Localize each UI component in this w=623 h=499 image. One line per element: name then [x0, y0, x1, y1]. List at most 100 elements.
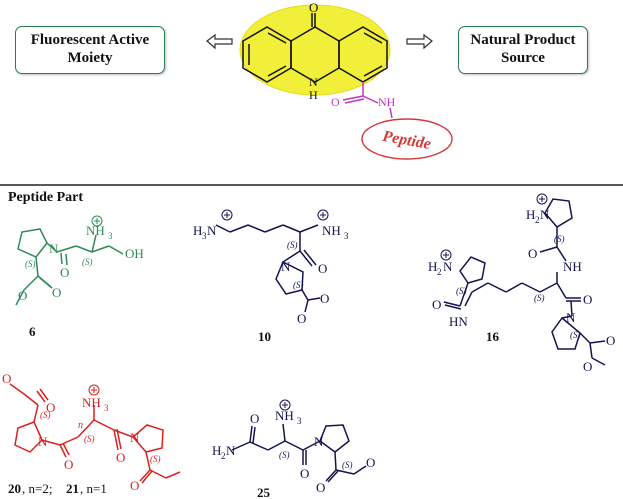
c16-o4: O [606, 333, 615, 348]
c16-o2: O [432, 297, 441, 312]
plus-circle-icon [440, 249, 452, 261]
c25-o2: O [300, 466, 309, 481]
c25-o3: O [316, 480, 325, 495]
c16-nh1: NH [563, 259, 582, 274]
c16-s3: (S) [534, 293, 545, 303]
c20-s2: (S) [84, 434, 95, 444]
c10-nh3-sub: 3 [344, 231, 349, 241]
c20-label-a: 20 [8, 481, 21, 496]
c20-nh3: NH [82, 395, 101, 410]
c10-o2: O [320, 291, 329, 306]
c25-o4: O [366, 455, 375, 470]
c20-n1: N [38, 434, 48, 449]
c16-o1: O [528, 246, 537, 261]
compound-10-structure [215, 224, 321, 313]
natural-product-source-box: Natural Product Source [458, 26, 588, 74]
highlight-ellipse [239, 4, 391, 96]
c20-n-sub: n [78, 420, 83, 431]
c20-nh3-sub: 3 [104, 403, 109, 413]
c6-nh3: NH [86, 223, 105, 238]
c6-oh: OH [125, 246, 144, 261]
c20-label-b: , n=2; [22, 481, 52, 496]
compound-16-structure [443, 198, 606, 366]
c16-h2n-b-sub: 2 [437, 267, 442, 277]
plus-circle-icon [317, 209, 329, 221]
c25-h2n-h: H [212, 443, 221, 458]
amide-linker [342, 82, 393, 119]
c16-o5: O [583, 359, 592, 374]
acridone-core [242, 13, 388, 83]
c10-h3n-h: H [193, 223, 202, 238]
c25-o1: O [250, 411, 259, 426]
c10-number: 10 [258, 329, 271, 344]
c16-h2n-b-h: H [428, 259, 437, 274]
c16-h2n-a-sub: 2 [535, 215, 540, 225]
c25-n: N [314, 434, 324, 449]
c16-n: N [566, 310, 576, 325]
c6-nh3-sub: 3 [108, 231, 113, 241]
plus-circle-icon [279, 399, 291, 411]
c6-number: 6 [29, 324, 36, 339]
c20-s1: (S) [40, 410, 51, 420]
c25-nh3-sub: 3 [297, 416, 302, 426]
compound-6-labels: NH 3 OH N O O O (S) (S) [18, 223, 144, 303]
core-oxo-label: O [309, 0, 318, 15]
left-box-line1: Fluorescent Active [30, 32, 150, 48]
c20-o5: O [130, 478, 139, 493]
plus-circle-icon [536, 193, 548, 205]
c10-s1: (S) [287, 240, 298, 250]
c16-h2n-b-n: N [443, 259, 453, 274]
c6-s2: (S) [82, 257, 93, 267]
compound-25-structure [231, 423, 367, 483]
c25-s2: (S) [342, 460, 353, 470]
section-title: Peptide Part [8, 190, 84, 205]
c6-o3: O [18, 288, 27, 303]
compound-25-labels: H 2 N O NH 3 O N O O (S) (S) [212, 408, 375, 495]
c25-h2n-n: N [226, 443, 236, 458]
plus-circle-icon [91, 215, 103, 227]
c10-n: N [281, 259, 291, 274]
peptide-tag-ellipse [361, 118, 453, 160]
c10-h3n-sub: 3 [202, 231, 207, 241]
compound-20-labels: O O N O NH 3 n O N O (S) (S) (S) [2, 371, 161, 493]
c20-o3: O [64, 457, 73, 472]
fluorescent-active-moiety-box: Fluorescent Active Moiety [15, 26, 165, 74]
hollow-left-arrow-icon [206, 33, 233, 50]
c16-s4: (S) [570, 330, 581, 340]
c10-o1: O [318, 261, 327, 276]
core-nh-h: H [309, 88, 318, 102]
right-box-line2: Source [501, 50, 545, 66]
c16-h2n-a-n: N [540, 207, 550, 222]
c6-o1: O [60, 265, 69, 280]
c6-o2: O [52, 285, 61, 300]
c6-n: N [49, 241, 59, 256]
c10-o3: O [297, 311, 306, 326]
c20-o4: O [116, 450, 125, 465]
c16-s1: (S) [554, 234, 565, 244]
c16-hn: HN [449, 314, 468, 329]
c25-nh3: NH [275, 408, 294, 423]
c20-o1: O [2, 371, 11, 386]
compound-20-21-caption: 20 , n=2; 21 , n=1 [8, 481, 107, 496]
c16-o3: O [583, 292, 592, 307]
c10-h3n-n: N [207, 223, 217, 238]
plus-circle-icon [88, 384, 100, 396]
c10-s2: (S) [293, 280, 304, 290]
c20-o2: O [46, 400, 55, 415]
c16-h2n-a-h: H [526, 207, 535, 222]
c25-number: 25 [257, 485, 271, 499]
c20-s3: (S) [150, 454, 161, 464]
c25-s1: (S) [279, 450, 290, 460]
c16-s2: (S) [456, 286, 467, 296]
c16-number: 16 [486, 329, 500, 344]
c6-s1: (S) [25, 259, 36, 269]
compound-10-labels: H 3 N NH 3 N O O O (S) (S) [193, 223, 349, 326]
c20-n2: N [130, 430, 140, 445]
compound-20-structure [9, 383, 181, 484]
right-box-line1: Natural Product [470, 32, 576, 48]
left-box-line2: Moiety [67, 50, 113, 66]
c25-h2n-sub: 2 [221, 451, 226, 461]
hollow-right-arrow-icon [406, 33, 433, 50]
plus-circle-icon [221, 209, 233, 221]
